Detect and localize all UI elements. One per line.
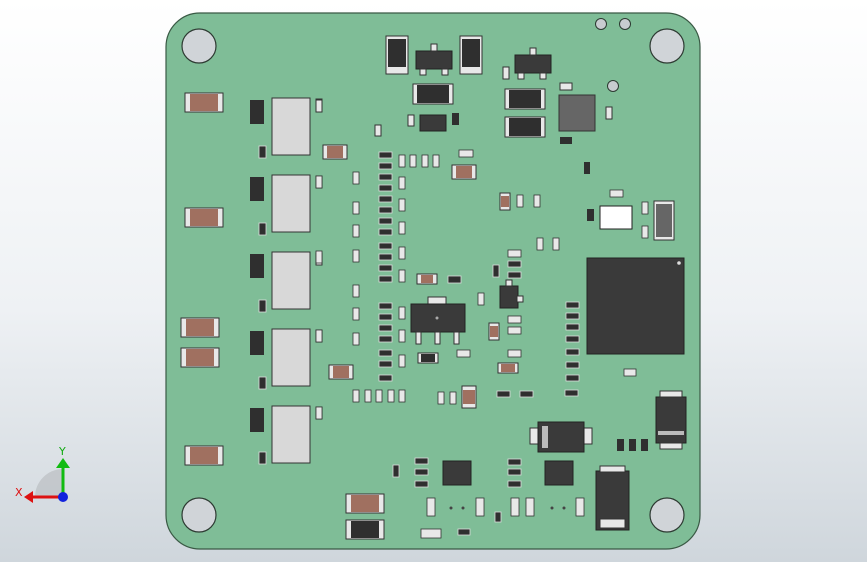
- resistor-array: [378, 151, 393, 382]
- resistor-stack-mid: [492, 260, 579, 398]
- capacitor-c4: [180, 347, 220, 368]
- sot-transistor: [499, 279, 524, 309]
- mounting-hole-bottom-left: [181, 497, 217, 533]
- mid-caps: [322, 144, 511, 514]
- mounting-hole-bottom-right: [649, 497, 685, 533]
- resistor-column-right: [565, 301, 580, 382]
- mcu-chip: [586, 257, 685, 355]
- bottom-ics: [442, 460, 574, 486]
- bottom-caps-small: [420, 497, 585, 539]
- small-resistors: [315, 149, 649, 420]
- axis-z-dot: [58, 492, 68, 502]
- triad-sweep: [35, 469, 63, 497]
- diode-right: [655, 390, 687, 450]
- bottom-resistors: [392, 457, 522, 536]
- mounting-hole-top-left: [181, 28, 217, 64]
- channel-5: [250, 405, 323, 465]
- capacitor-c2: [184, 207, 224, 228]
- test-points: [449, 506, 566, 510]
- regulator-ic: [410, 296, 466, 345]
- axis-triad: Y X: [15, 445, 70, 503]
- top-components: [315, 35, 613, 174]
- axis-x-arrow: [24, 491, 33, 503]
- diode-mid: [529, 421, 593, 453]
- mounting-hole-top-right: [649, 28, 685, 64]
- axis-y-label: Y: [58, 445, 66, 458]
- channel-2: [250, 174, 323, 236]
- crystal: [599, 205, 633, 230]
- inductor-channels: [250, 97, 323, 465]
- capacitor-c5: [184, 445, 224, 466]
- fiducials: [595, 18, 631, 92]
- diode-bottom: [595, 465, 630, 531]
- channel-1: [250, 97, 323, 159]
- capacitor-c3: [180, 317, 220, 338]
- axis-x-label: X: [15, 486, 23, 499]
- capacitor-c1: [184, 92, 224, 113]
- axis-y-arrow: [56, 458, 70, 468]
- mounting-holes: [181, 28, 685, 533]
- small-parts-br: [617, 439, 648, 451]
- left-capacitors: [180, 92, 224, 466]
